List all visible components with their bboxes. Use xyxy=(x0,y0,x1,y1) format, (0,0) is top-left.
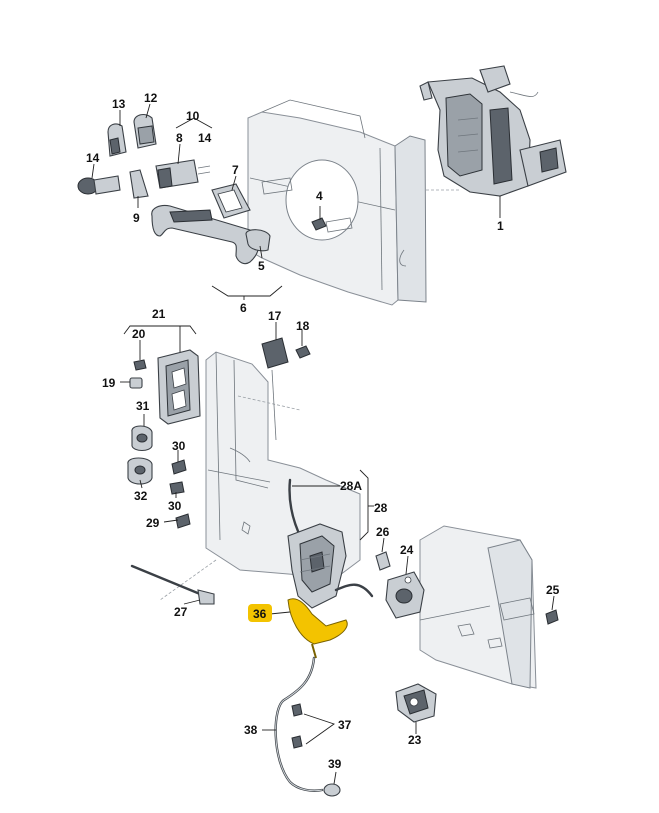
label-17: 17 xyxy=(268,309,282,323)
upper-door-panel xyxy=(247,99,460,306)
label-23: 23 xyxy=(408,733,422,747)
label-24: 24 xyxy=(400,543,414,557)
label-29: 29 xyxy=(146,516,160,530)
label-28: 28 xyxy=(374,501,388,515)
small-fasteners xyxy=(127,345,311,529)
label-8: 8 xyxy=(176,131,183,145)
lower-door-panel xyxy=(159,351,361,601)
label-10: 10 xyxy=(186,109,200,123)
callout-labels: 1 4 5 6 7 8 9 10 12 13 14 14 17 18 19 20… xyxy=(86,91,560,771)
highlighted-guide-part xyxy=(287,598,348,659)
label-18: 18 xyxy=(296,319,310,333)
label-12: 12 xyxy=(144,91,158,105)
label-36: 36 xyxy=(253,607,267,621)
label-9: 9 xyxy=(133,211,140,225)
inner-handle-housing xyxy=(157,349,201,425)
label-13: 13 xyxy=(112,97,126,111)
label-37: 37 xyxy=(338,718,352,732)
label-14-left: 14 xyxy=(86,151,100,165)
label-36-highlight xyxy=(248,604,272,622)
cover-plate xyxy=(261,337,289,441)
label-27: 27 xyxy=(174,605,188,619)
label-38: 38 xyxy=(244,723,258,737)
label-14-top: 14 xyxy=(198,131,212,145)
body-panel-right xyxy=(419,525,537,689)
lock-accessories xyxy=(375,551,559,625)
door-lock-upper xyxy=(419,65,567,197)
label-25: 25 xyxy=(546,583,560,597)
lock-bracket xyxy=(395,683,437,723)
release-rod xyxy=(130,564,215,605)
label-5: 5 xyxy=(258,259,265,273)
label-28a: 28A xyxy=(340,479,362,493)
label-31: 31 xyxy=(136,399,150,413)
label-30-upper: 30 xyxy=(172,439,186,453)
label-21: 21 xyxy=(152,307,166,321)
label-7: 7 xyxy=(232,163,239,177)
label-19: 19 xyxy=(102,376,116,390)
label-39: 39 xyxy=(328,757,342,771)
release-cable xyxy=(274,656,341,797)
label-4: 4 xyxy=(316,189,323,203)
label-1: 1 xyxy=(497,219,504,233)
label-26: 26 xyxy=(376,525,390,539)
label-32: 32 xyxy=(134,489,148,503)
door-lock-lower xyxy=(287,523,374,609)
label-30-lower: 30 xyxy=(168,499,182,513)
label-20: 20 xyxy=(132,327,146,341)
outer-handle-parts xyxy=(77,113,327,265)
leader-lines xyxy=(91,103,555,785)
label-6: 6 xyxy=(240,301,247,315)
